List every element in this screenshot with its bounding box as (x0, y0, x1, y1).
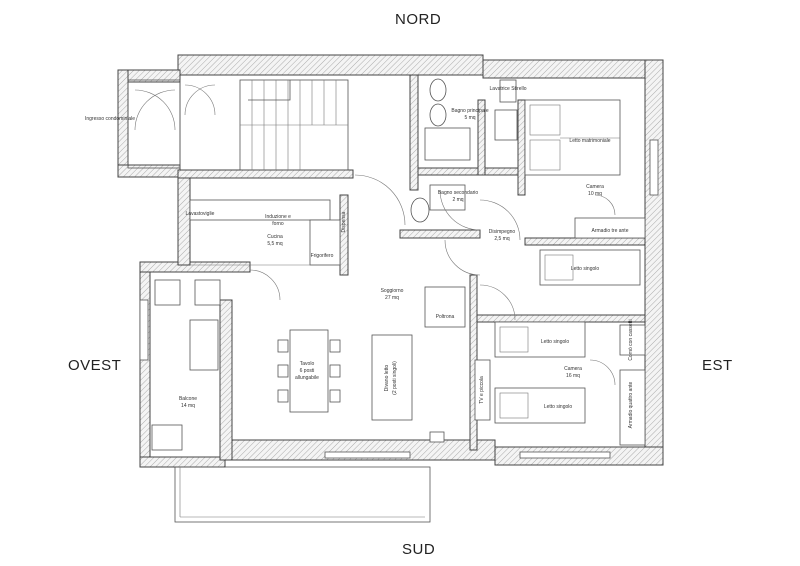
label-balcone-area: 14 mq (181, 403, 195, 409)
bathroom-fixtures (410, 78, 518, 223)
label-camera-2: Camera (564, 366, 582, 372)
label-armadio-tre-ante: Armadio tre ante (592, 228, 629, 234)
label-disimpegno-area: 2,5 mq (494, 236, 510, 242)
label-bagno-secondario: Bagno secondario (438, 190, 479, 196)
label-letto-singolo-3: Letto singolo (544, 404, 573, 410)
compass-west: OVEST (68, 357, 122, 374)
label-letto-matrimoniale: Letto matrimoniale (569, 138, 610, 144)
label-tavolo-posti: 6 posti (300, 368, 315, 374)
label-divano-sub: (2 posti singoli) (392, 361, 398, 395)
label-ingresso: Ingresso condominiale (85, 116, 135, 122)
windows (139, 139, 659, 459)
label-soggiorno-area: 27 mq (385, 295, 399, 301)
label-tv: TV e piccola (479, 376, 485, 404)
dining-table (277, 329, 341, 413)
compass-south: SUD (402, 541, 436, 558)
label-letto-singolo-2: Letto singolo (541, 339, 570, 345)
label-lavatrice: Lavatrice Stirello (490, 86, 527, 92)
label-induzione-sub: forno (272, 221, 284, 227)
master-bed (524, 99, 646, 239)
kitchen (189, 199, 341, 301)
label-lavastoviglie: Lavastoviglie (186, 211, 215, 217)
single-beds (474, 249, 646, 446)
compass-north: NORD (395, 11, 442, 28)
label-dispensa: Dispensa (341, 211, 347, 232)
entry-door (127, 79, 216, 169)
stairs (239, 79, 349, 171)
label-camera-2-area: 16 mq (566, 373, 580, 379)
room-labels: Ingresso condominiale Bagno principale 5… (85, 86, 634, 428)
label-camera-1: Camera (586, 184, 604, 190)
label-frigorifero: Frigorifero (311, 253, 334, 259)
label-bagno-principale-area: 5 mq (464, 115, 475, 121)
label-soggiorno: Soggiorno (381, 288, 404, 294)
label-camera-1-area: 10 mq (588, 191, 602, 197)
sofa-armchair (371, 286, 466, 443)
label-cucina: Cucina (267, 234, 283, 240)
compass-east: EST (702, 357, 733, 374)
label-cucina-area: 5,5 mq (267, 241, 283, 247)
label-balcone: Balcone (179, 396, 197, 402)
label-divano: Divano letto (384, 365, 390, 392)
balcony-furniture (151, 279, 431, 523)
exterior-walls (117, 54, 664, 468)
label-tavolo-sub: allungabile (295, 375, 319, 381)
interior-walls (177, 74, 646, 451)
label-letto-singolo-1: Letto singolo (571, 266, 600, 272)
label-bagno-principale: Bagno principale (451, 108, 488, 114)
label-induzione: Induzione e (265, 214, 291, 220)
label-bagno-secondario-area: 2 mq (452, 197, 463, 203)
label-poltrona: Poltrona (436, 314, 455, 320)
label-tavolo: Tavolo (300, 361, 315, 367)
label-comodino: Comò con cassetti (628, 319, 634, 360)
hallway-doors (354, 174, 521, 321)
label-armadio-quattro-ante: Armadio quattro ante (628, 381, 634, 428)
label-disimpegno: Disimpegno (489, 229, 516, 235)
